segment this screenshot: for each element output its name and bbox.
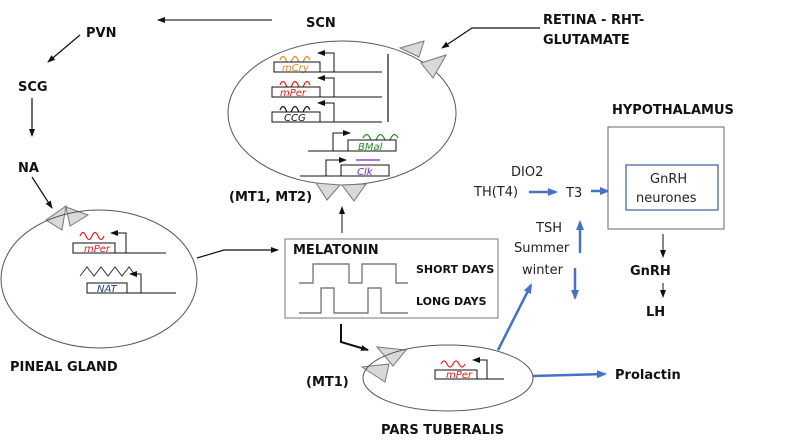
mper-label: mPer	[446, 370, 473, 381]
pt-to-tsh-arrow	[496, 283, 533, 351]
melatonin-to-pt-arrow	[340, 324, 369, 351]
pvn-label: PVN	[86, 26, 116, 41]
short-days-label: SHORT DAYS	[416, 263, 494, 276]
mt1-receptor-icon	[375, 346, 407, 367]
long-days-waveform	[299, 287, 408, 314]
glutamate-label: GLUTAMATE	[543, 33, 630, 48]
summer-label: Summer	[514, 241, 570, 256]
gene-ccg: CCG	[271, 100, 382, 124]
mper-transcript-wave	[279, 80, 311, 90]
mper-label: mPer	[84, 244, 111, 255]
na-to-pineal-arrow	[31, 176, 53, 209]
pineal-cell	[0, 209, 198, 349]
gnrh-neurones-label: GnRH	[650, 172, 687, 187]
bmal-transcript-wave	[362, 133, 399, 143]
gene-mper-scn: mPer	[271, 75, 382, 99]
ccg-promoter-arrow	[317, 100, 335, 122]
mcry-transcript-wave	[279, 55, 311, 65]
mt-receptor-icon	[341, 183, 367, 202]
mt1-mt2-label: (MT1, MT2)	[229, 190, 312, 205]
clk-promoter-arrow	[325, 157, 347, 176]
tsh-label: TSH	[535, 221, 562, 236]
ccg-label: CCG	[284, 113, 306, 124]
mper-promoter-arrow	[472, 357, 488, 379]
pineal-gland-label: PINEAL GLAND	[10, 360, 118, 375]
retina-label: RETINA - RHT-	[543, 13, 644, 28]
scg-label: SCG	[18, 80, 48, 95]
clk-label: Clk	[357, 167, 374, 178]
th-t4-label: TH(T4)	[473, 185, 518, 200]
pineal-receptor-icon	[45, 204, 67, 231]
short-days-waveform	[299, 263, 408, 284]
gene-clk: Clk	[300, 157, 390, 178]
bmal-promoter-arrow	[332, 130, 351, 151]
pineal-to-melatonin-arrow	[196, 247, 279, 259]
pars-tuberalis-cell	[362, 344, 534, 412]
gene-bmal: BMal	[308, 130, 399, 153]
mt-receptor-icon	[315, 182, 342, 201]
bmal-label: BMal	[358, 142, 383, 153]
neurones-label: neurones	[636, 191, 697, 206]
mper-label: mPer	[280, 88, 307, 99]
retina-to-scn-arrow	[441, 27, 540, 49]
mcry-label: mCry	[282, 63, 310, 74]
nat-transcript-wave	[79, 266, 137, 277]
t3-label: T3	[565, 186, 582, 201]
gene-mper-pt: mPer	[434, 357, 504, 381]
pars-tuberalis-label: PARS TUBERALIS	[381, 423, 504, 438]
mt1-receptor-icon	[360, 363, 390, 383]
gene-mper-pineal: mPer	[72, 230, 166, 255]
nat-label: NAT	[97, 284, 118, 295]
gene-mcry: mCry	[273, 50, 382, 74]
melatonin-label: MELATONIN	[293, 243, 379, 258]
retina-receptor-icon	[398, 40, 425, 58]
long-days-label: LONG DAYS	[416, 295, 487, 308]
mper-promoter-arrow	[317, 75, 335, 97]
gnrh-neurones-box	[625, 164, 719, 211]
mcry-promoter-arrow	[317, 50, 335, 72]
gnrh-label: GnRH	[630, 264, 671, 279]
pt-to-prolactin-arrow	[532, 370, 607, 379]
mper-transcript-wave	[440, 360, 466, 368]
na-label: NA	[18, 161, 39, 176]
hypothalamus-label: HYPOTHALAMUS	[612, 103, 734, 118]
lh-label: LH	[646, 305, 665, 320]
nat-promoter-arrow	[129, 271, 142, 293]
pvn-to-scg-arrow	[47, 34, 81, 63]
retina-receptor-icon	[420, 54, 448, 79]
gene-nat: NAT	[79, 266, 176, 295]
winter-label: winter	[522, 263, 564, 278]
mt1-label: (MT1)	[306, 375, 349, 390]
pineal-receptor-icon	[65, 206, 90, 227]
dio2-label: DIO2	[511, 165, 543, 180]
prolactin-label: Prolactin	[615, 368, 681, 383]
ccg-transcript-wave	[279, 105, 311, 115]
scn-label: SCN	[306, 16, 336, 31]
mper-transcript-wave	[79, 231, 105, 241]
mper-promoter-arrow	[110, 230, 127, 253]
